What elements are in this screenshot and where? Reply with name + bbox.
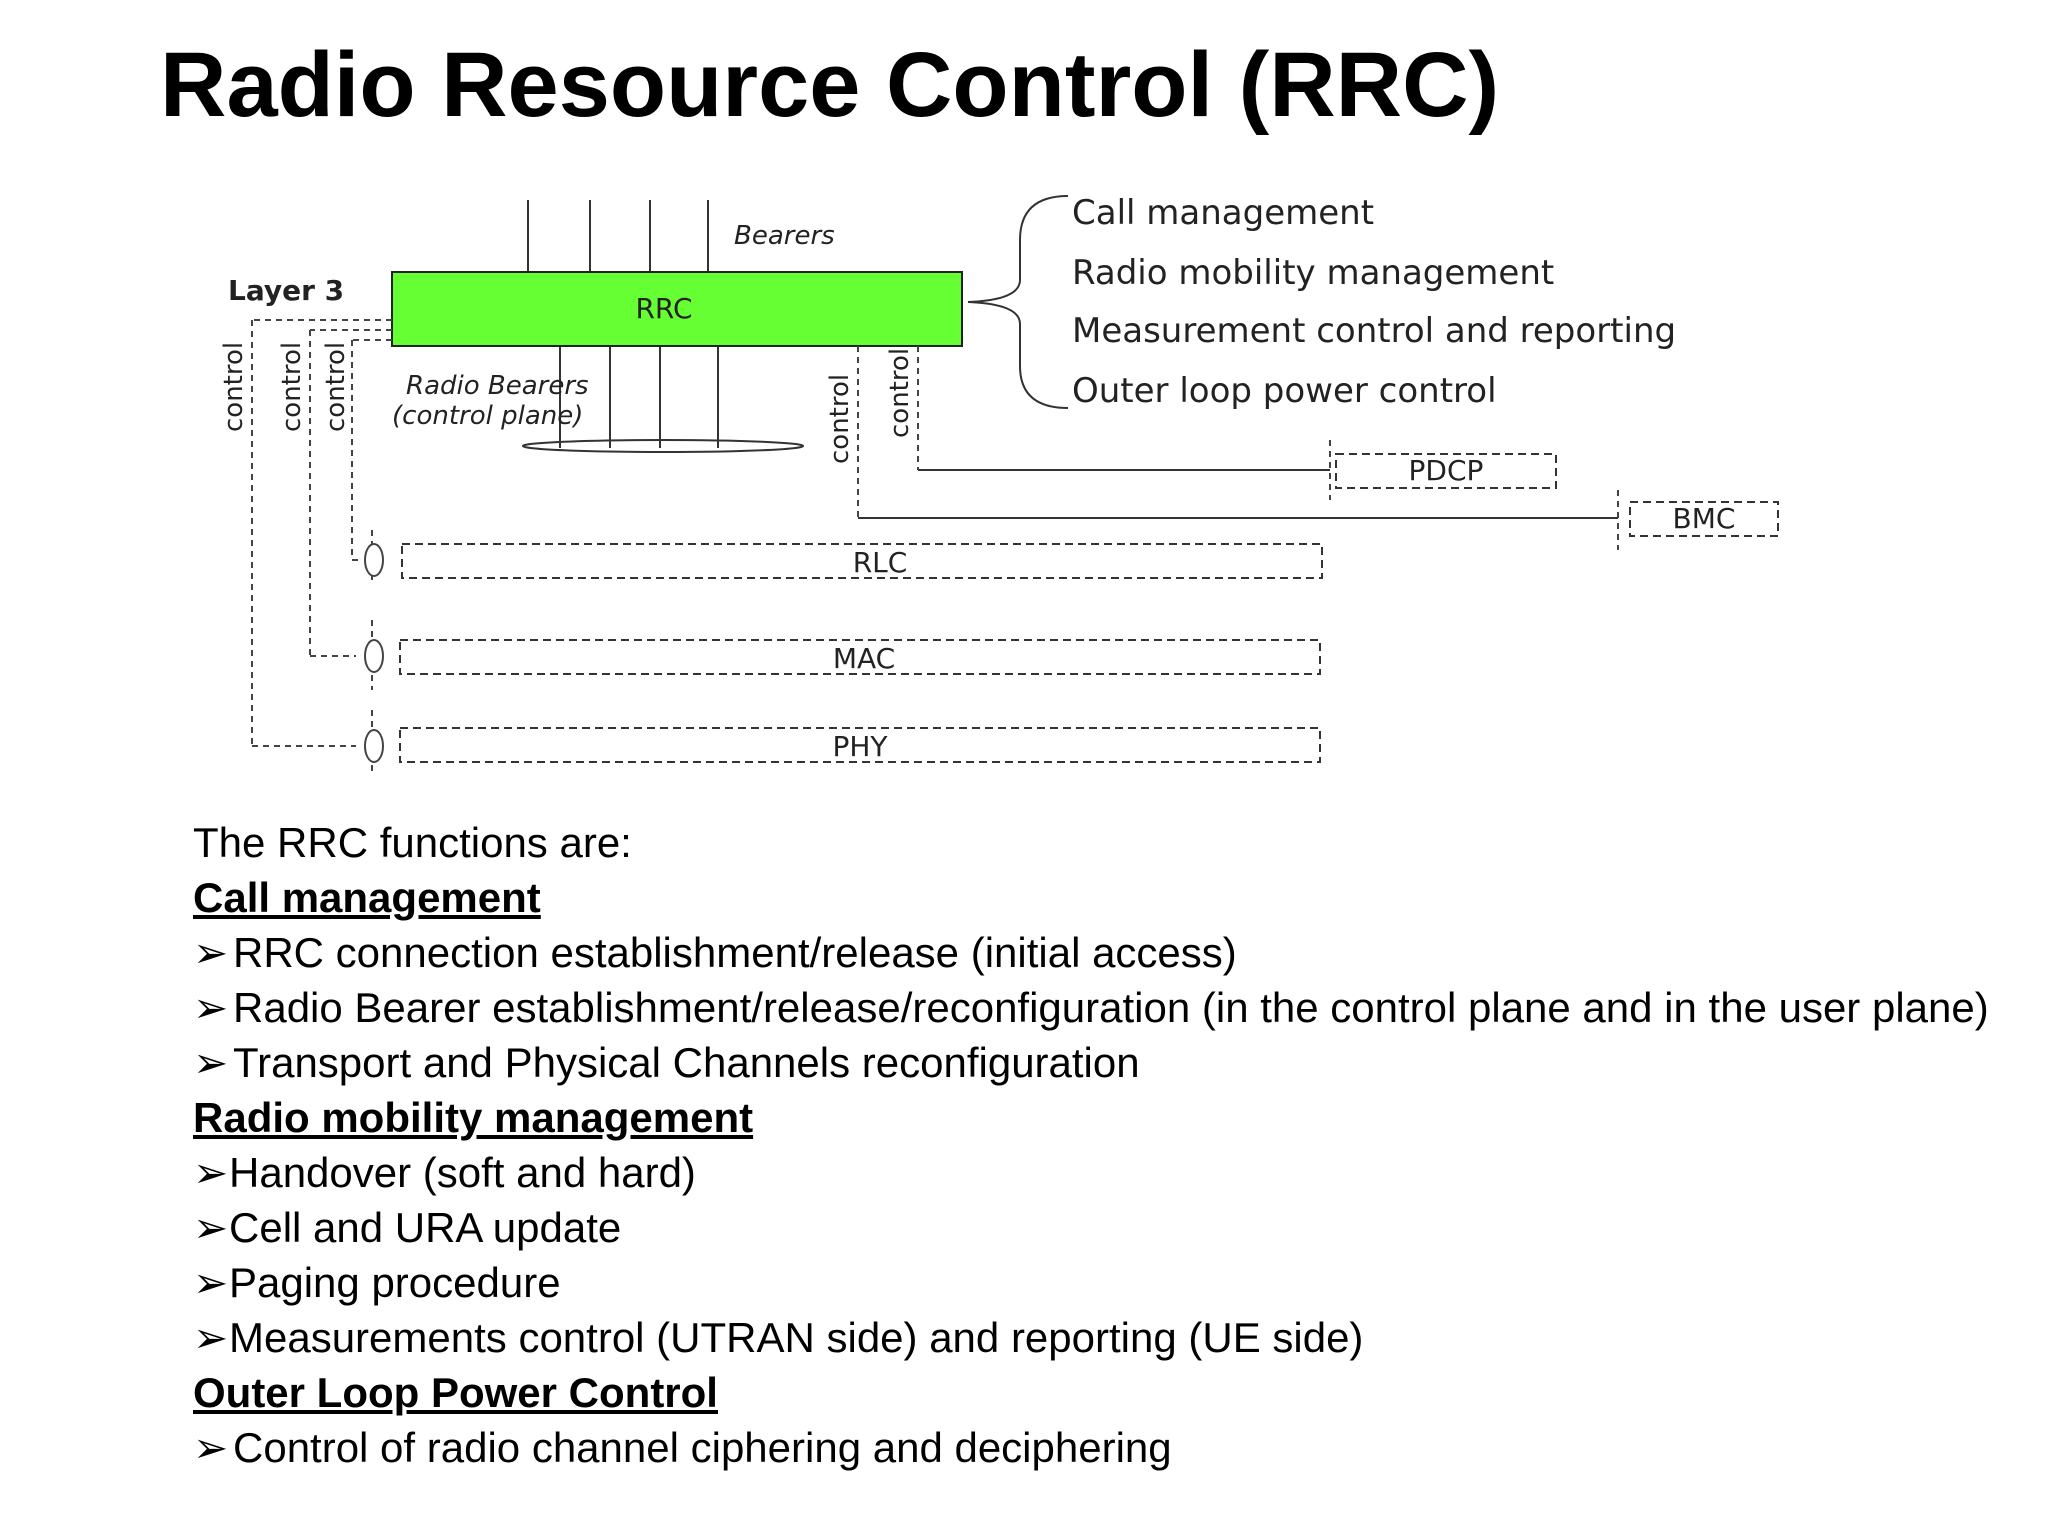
arrow-bullet-icon: ➢ — [193, 1149, 229, 1196]
arrow-bullet-icon: ➢ — [193, 1314, 229, 1361]
arrow-bullet-icon: ➢ — [193, 1039, 229, 1086]
bmc-label: BMC — [1673, 502, 1736, 535]
rrc-label: RRC — [635, 292, 692, 325]
pdcp-box — [1335, 453, 1557, 489]
layer3-label: Layer 3 — [228, 274, 344, 307]
list-item-text: Paging procedure — [229, 1259, 561, 1306]
arrow-bullet-icon: ➢ — [193, 984, 229, 1031]
function-label: Measurement control and reporting — [1072, 311, 1676, 351]
functions-brace — [967, 195, 1069, 409]
radio-bearers-ellipse — [522, 439, 804, 453]
list-item: ➢Radio Bearer establishment/release/reco… — [193, 980, 2013, 1035]
sap-phy — [364, 729, 384, 763]
rrc-box — [391, 271, 963, 347]
list-item: ➢Cell and URA update — [193, 1200, 2013, 1255]
list-item-text: Handover (soft and hard) — [229, 1149, 696, 1196]
list-item: ➢Handover (soft and hard) — [193, 1145, 2013, 1200]
bearers-label: Bearers — [734, 221, 835, 251]
arrow-bullet-icon: ➢ — [193, 1204, 229, 1251]
arrow-bullet-icon: ➢ — [193, 1424, 229, 1471]
list-item-text: RRC connection establishment/release (in… — [233, 929, 1237, 976]
control-label: control — [277, 342, 307, 432]
list-item: ➢Control of radio channel ciphering and … — [193, 1420, 2013, 1475]
control-label: control — [219, 342, 249, 432]
sap-mac — [364, 639, 384, 673]
rlc-label: RLC — [853, 546, 908, 579]
phy-box — [399, 727, 1321, 763]
phy-label: PHY — [832, 730, 888, 763]
list-item: ➢RRC connection establishment/release (i… — [193, 925, 2013, 980]
list-item-text: Measurements control (UTRAN side) and re… — [229, 1314, 1364, 1361]
list-item: ➢Measurements control (UTRAN side) and r… — [193, 1310, 2013, 1365]
list-item-text: Radio Bearer establishment/release/recon… — [233, 984, 1989, 1031]
function-label: Radio mobility management — [1072, 253, 1554, 293]
radio-bearers-sublabel: (control plane) — [392, 401, 583, 431]
page-title: Radio Resource Control (RRC) — [160, 34, 1500, 136]
radio-bearers-label: Radio Bearers — [406, 371, 589, 401]
list-item-text: Cell and URA update — [229, 1204, 622, 1251]
mac-box — [399, 639, 1321, 675]
mac-label: MAC — [833, 642, 895, 675]
sap-rlc — [364, 543, 384, 577]
section-heading: Call management — [193, 874, 541, 921]
control-label: control — [825, 374, 855, 464]
rrc-architecture-diagram: Layer 3 RRC Bearers Radio Bearers (contr… — [219, 193, 1779, 776]
control-label: control — [321, 342, 351, 432]
section-heading: Radio mobility management — [193, 1094, 754, 1141]
arrow-bullet-icon: ➢ — [193, 929, 229, 976]
list-item: ➢Transport and Physical Channels reconfi… — [193, 1035, 2013, 1090]
function-label: Outer loop power control — [1072, 371, 1497, 411]
rrc-functions-text: The RRC functions are: Call management ➢… — [193, 815, 2013, 1475]
control-label: control — [885, 348, 915, 438]
list-item: ➢Paging procedure — [193, 1255, 2013, 1310]
rlc-box — [401, 543, 1323, 579]
pdcp-label: PDCP — [1409, 454, 1484, 487]
section-heading: Outer Loop Power Control — [193, 1369, 718, 1416]
arrow-bullet-icon: ➢ — [193, 1259, 229, 1306]
list-item-text: Transport and Physical Channels reconfig… — [233, 1039, 1140, 1086]
list-item-text: Control of radio channel ciphering and d… — [233, 1424, 1172, 1471]
function-label: Call management — [1072, 193, 1374, 233]
intro-text: The RRC functions are: — [193, 819, 632, 866]
